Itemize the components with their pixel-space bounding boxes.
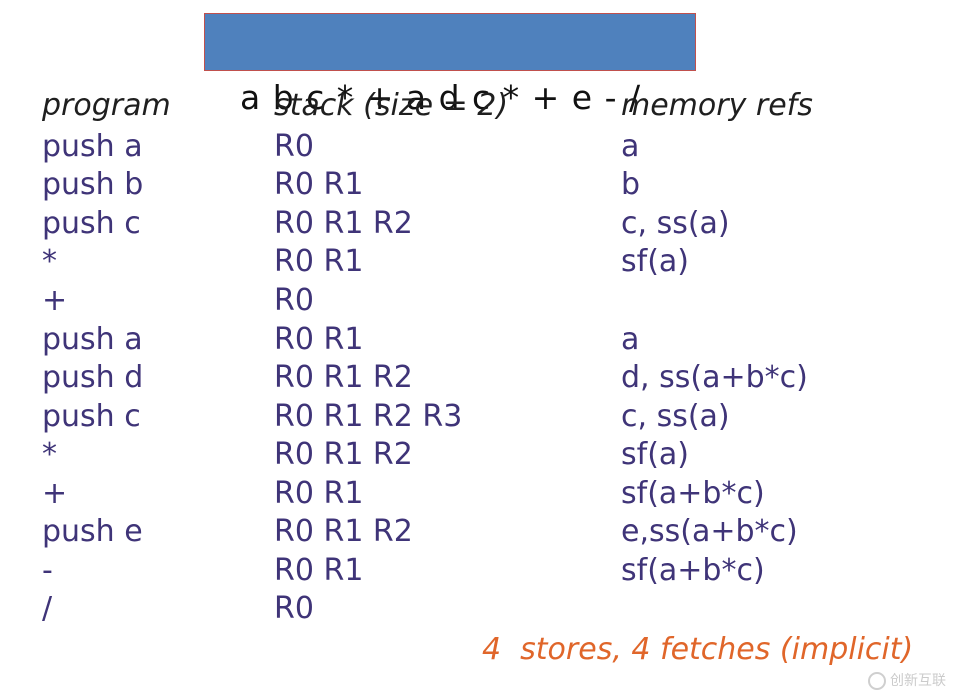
memory-cell: a [621,322,640,357]
program-cell: * [42,437,57,472]
table-row: + R0 R1 sf(a+b*c) [0,474,956,513]
table-row: - R0 R1 sf(a+b*c) [0,551,956,590]
stack-cell: R0 R1 [274,476,364,511]
memory-cell: c, ss(a) [621,206,730,241]
stack-cell: R0 R1 R2 [274,206,413,241]
memory-cell: sf(a) [621,244,689,279]
stack-cell: R0 [274,129,314,164]
program-cell: push a [42,322,143,357]
watermark-logo-icon [868,672,886,690]
table-row: * R0 R1 sf(a) [0,242,956,281]
memory-cell: sf(a) [621,437,689,472]
program-cell: - [42,553,53,588]
table-row: / R0 [0,589,956,628]
stack-cell: R0 R1 R2 [274,360,413,395]
table-row: push e R0 R1 R2 e,ss(a+b*c) [0,512,956,551]
program-cell: push d [42,360,144,395]
program-cell: push c [42,399,141,434]
program-cell: / [42,591,53,626]
expression-box: a b c * + a d c * + e - / [204,13,696,117]
stack-cell: R0 R1 [274,167,364,202]
memory-cell: c, ss(a) [621,399,730,434]
watermark: 创新互联 [859,654,946,690]
memory-cell: sf(a+b*c) [621,476,765,511]
footnote-summary: 4 stores, 4 fetches (implicit) [482,632,914,667]
memory-cell: e,ss(a+b*c) [621,514,798,549]
program-cell: + [42,476,68,511]
stack-cell: R0 [274,591,314,626]
stack-cell: R0 R1 R2 R3 [274,399,463,434]
header-memory-refs: memory refs [621,88,813,123]
memory-cell: b [621,167,641,202]
program-cell: push b [42,167,144,202]
table-row: * R0 R1 R2 sf(a) [0,435,956,474]
table-row: push b R0 R1 b [0,165,956,204]
memory-cell: sf(a+b*c) [621,553,765,588]
program-cell: + [42,283,68,318]
program-cell: push e [42,514,143,549]
stack-cell: R0 [274,283,314,318]
header-stack: stack (size = 2) [274,88,509,123]
stack-cell: R0 R1 R2 [274,514,413,549]
stack-cell: R0 R1 R2 [274,437,413,472]
table-row: push c R0 R1 R2 R3 c, ss(a) [0,397,956,436]
table-row: push a R0 a [0,127,956,166]
table-row: push a R0 R1 a [0,320,956,359]
stack-cell: R0 R1 [274,322,364,357]
program-cell: push a [42,129,143,164]
memory-cell: a [621,129,640,164]
watermark-text: 创新互联 [890,673,946,689]
table-row: + R0 [0,281,956,320]
program-cell: * [42,244,57,279]
table-row: push d R0 R1 R2 d, ss(a+b*c) [0,358,956,397]
stack-cell: R0 R1 [274,553,364,588]
expression-text: a b c * + a d c * + e - / [239,78,642,117]
header-program: program [42,88,171,123]
memory-cell: d, ss(a+b*c) [621,360,808,395]
program-cell: push c [42,206,141,241]
stack-cell: R0 R1 [274,244,364,279]
table-row: push c R0 R1 R2 c, ss(a) [0,204,956,243]
